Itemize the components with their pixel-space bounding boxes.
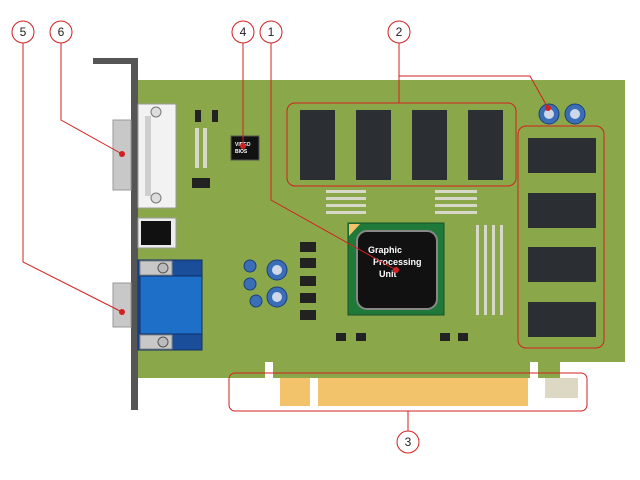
- callout-3: 3: [396, 430, 420, 454]
- memory-group-top-outline: [286, 102, 517, 187]
- callout-dots: [119, 105, 551, 315]
- gpu-label-line2: Processing: [373, 257, 422, 267]
- resistor-arrays: [195, 128, 503, 315]
- callout-6: 6: [49, 20, 73, 44]
- edge-connector: [265, 362, 578, 406]
- memory-chips-right: [528, 138, 596, 337]
- gpu-chip: Graphic Processing Unit: [347, 222, 445, 316]
- gpu-label-line3: Unit: [379, 269, 397, 279]
- callout-number-3: 3: [405, 435, 412, 449]
- callout-number-4: 4: [240, 25, 247, 39]
- metal-bracket: [93, 58, 138, 410]
- callout-2: 2: [387, 20, 411, 44]
- memory-chips-top: [300, 110, 503, 180]
- callout-number-2: 2: [396, 25, 403, 39]
- smd-components: [192, 110, 468, 341]
- callout-4: 4: [231, 20, 255, 44]
- capacitors: [243, 103, 586, 308]
- callout-number-1: 1: [268, 25, 275, 39]
- callout-lines: [22, 43, 549, 431]
- dvi-connector: [137, 103, 177, 209]
- callout-1: 1: [259, 20, 283, 44]
- callout-5: 5: [11, 20, 35, 44]
- svideo-connector: [137, 217, 177, 249]
- video-bios-line2: BIOS: [235, 149, 248, 155]
- vga-connector: [137, 259, 203, 351]
- gpu-label-line1: Graphic: [368, 245, 402, 255]
- callout-number-5: 5: [20, 25, 27, 39]
- callout-number-6: 6: [58, 25, 65, 39]
- memory-group-right-outline: [517, 125, 605, 349]
